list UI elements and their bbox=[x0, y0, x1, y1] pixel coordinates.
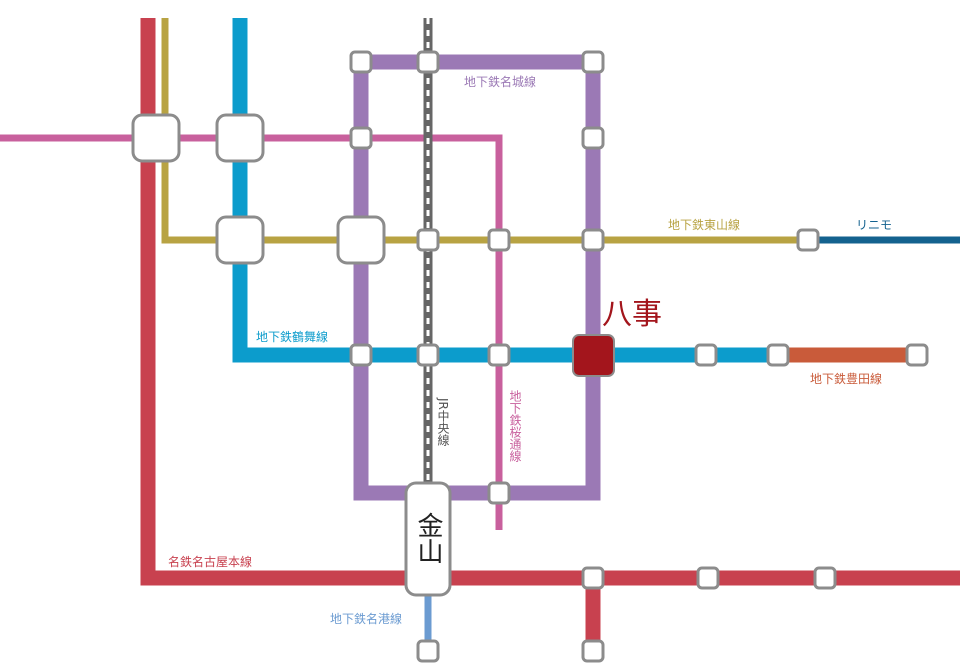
jr-chuo-line-label: JR中央線 bbox=[436, 397, 450, 446]
station bbox=[581, 50, 605, 74]
station bbox=[349, 343, 373, 367]
station bbox=[416, 50, 440, 74]
station-large bbox=[215, 113, 265, 163]
tsurumai-line-label: 地下鉄鶴舞線 bbox=[256, 329, 328, 344]
station bbox=[487, 343, 511, 367]
station bbox=[796, 228, 820, 252]
station bbox=[416, 343, 440, 367]
station-yagoto-label: 八事 bbox=[602, 297, 662, 332]
station bbox=[813, 566, 837, 590]
station bbox=[694, 343, 718, 367]
sakuradori-line-label: 地下鉄桜通線 bbox=[508, 390, 522, 462]
higashiyama-line-label: 地下鉄東山線 bbox=[668, 217, 740, 232]
station-kanayama-label: 金山 bbox=[413, 512, 443, 564]
station-kanayama bbox=[404, 481, 452, 597]
station bbox=[487, 228, 511, 252]
station bbox=[581, 639, 605, 663]
station bbox=[349, 126, 373, 150]
station bbox=[696, 566, 720, 590]
toyota-line-label: 地下鉄豊田線 bbox=[810, 371, 882, 386]
station-large bbox=[215, 215, 265, 265]
station bbox=[766, 343, 790, 367]
station-yagoto bbox=[572, 334, 615, 377]
station bbox=[581, 126, 605, 150]
station bbox=[416, 639, 440, 663]
meitetsu-line-label: 名鉄名古屋本線 bbox=[168, 554, 252, 569]
station-large bbox=[131, 113, 181, 163]
linimo-line-label: リニモ bbox=[856, 218, 892, 232]
station bbox=[905, 343, 929, 367]
station bbox=[581, 228, 605, 252]
meiko-line-label: 地下鉄名港線 bbox=[330, 611, 402, 626]
station-large bbox=[336, 215, 386, 265]
meitetsu-line bbox=[140, 18, 960, 586]
meijo-line bbox=[353, 54, 601, 501]
station bbox=[349, 50, 373, 74]
station bbox=[581, 566, 605, 590]
station bbox=[416, 228, 440, 252]
station bbox=[487, 481, 511, 505]
meijo-line-label: 地下鉄名城線 bbox=[464, 74, 536, 89]
